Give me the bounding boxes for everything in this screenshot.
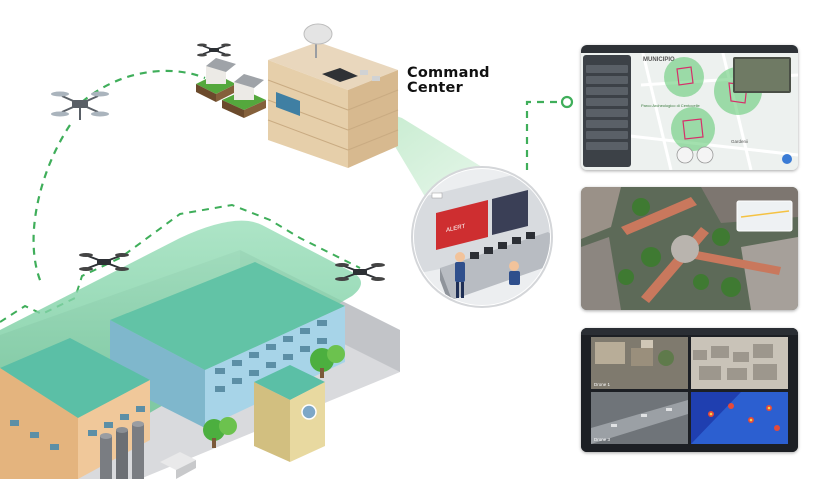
- coverage-zone-1: [664, 57, 704, 97]
- silos: [100, 421, 144, 479]
- link-node: [560, 95, 574, 109]
- tower: [254, 365, 325, 400]
- video-feed-1-label: Drone 1: [594, 382, 611, 387]
- aerial-minimap: [736, 200, 793, 232]
- trees: [203, 345, 345, 448]
- control-room-inset: ALERT: [411, 166, 553, 308]
- car: [160, 452, 196, 479]
- flight-path-top: [81, 69, 206, 103]
- operator-standing: [455, 252, 465, 298]
- coverage-zone-3: [671, 107, 715, 151]
- drone-icon-mid: [79, 253, 129, 271]
- mission-sidebar[interactable]: [583, 55, 631, 167]
- drone-dock-2: [222, 74, 266, 118]
- map-place-label: Gardenii: [731, 139, 748, 144]
- flight-path-left: [32, 124, 71, 286]
- video-feed-1: [591, 337, 688, 389]
- wall-screen-right: [492, 190, 528, 235]
- command-center-label: Command Center: [407, 66, 490, 96]
- operator-seated: [509, 261, 520, 285]
- video-feed-3: [591, 392, 688, 444]
- wall-screen-text: ALERT: [446, 224, 465, 234]
- map-district-label: MUNICIPIO: [643, 57, 675, 63]
- command-center-sign: [276, 92, 300, 116]
- perimeter-dashed: [0, 203, 361, 323]
- joystick-right: [696, 146, 714, 164]
- wall-screen-left: [436, 200, 488, 250]
- tower-emblem: [301, 404, 317, 420]
- command-center-label-line1: Command: [407, 65, 490, 81]
- link-to-panels: [525, 100, 562, 170]
- video-feed-2: [691, 337, 788, 389]
- map-dashboard-panel[interactable]: MUNICIPIO Parco Archeologico di Centocel…: [581, 45, 798, 170]
- building-front: [0, 338, 150, 418]
- joystick-left: [676, 146, 694, 164]
- video-feeds-panel[interactable]: Drone 1 Drone 3: [581, 328, 798, 452]
- building-back: [110, 262, 345, 370]
- video-feed-4-thermal: [691, 392, 788, 444]
- video-feed-3-label: Drone 3: [594, 437, 611, 442]
- aerial-view-panel[interactable]: [581, 187, 798, 310]
- satellite-dish-icon: [303, 23, 333, 58]
- map-park-label: Parco Archeologico di Centocelle: [641, 103, 700, 108]
- drone-icon-outpost: [197, 43, 231, 57]
- building-windows: [215, 320, 327, 392]
- command-center-building: [267, 23, 399, 168]
- drone-dock-1: [196, 58, 236, 102]
- drone-icon-right: [335, 263, 385, 281]
- command-center-label-line2: Center: [407, 80, 463, 96]
- drone-icon-top: [51, 91, 109, 120]
